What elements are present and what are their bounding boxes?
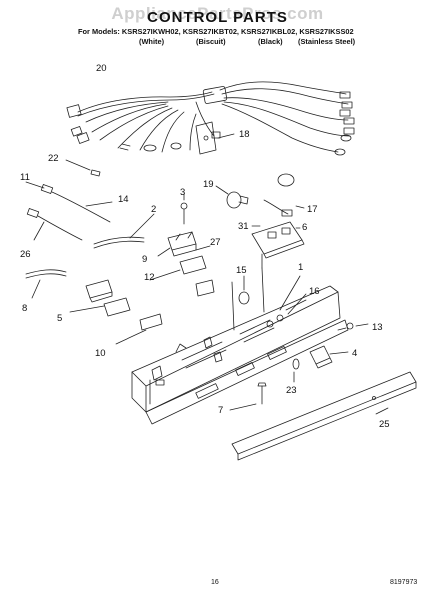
models-line: For Models: KSRS27IKWH02, KSRS27IKBT02, …	[78, 27, 354, 36]
part-16-part-1	[279, 275, 307, 315]
callout-labels: 20 18 22 11 3 19 17 14 2 31 6 26 9 27 12…	[20, 63, 390, 430]
part-25-trim	[231, 371, 417, 461]
callout-5: 5	[57, 313, 62, 324]
callout-15: 15	[236, 265, 247, 276]
part-8-tube	[25, 269, 67, 299]
callout-20: 20	[96, 63, 107, 74]
callout-2: 2	[151, 204, 156, 215]
part-4-switch	[309, 345, 349, 369]
part-19-bulb	[215, 185, 249, 209]
callout-3: 3	[180, 187, 185, 198]
callout-23: 23	[286, 385, 297, 396]
page-number: 16	[211, 579, 219, 586]
variant-biscuit: (Biscuit)	[196, 37, 226, 46]
callout-4: 4	[352, 348, 357, 359]
part-10-panel	[115, 313, 163, 345]
part-2-tube	[93, 213, 155, 249]
callout-26: 26	[20, 249, 31, 260]
callout-9: 9	[142, 254, 147, 265]
callout-1: 1	[298, 262, 303, 273]
part-23-knob	[292, 358, 300, 383]
callout-31: 31	[238, 221, 249, 232]
part-12-switch	[149, 269, 181, 281]
variant-stainless: (Stainless Steel)	[298, 37, 356, 46]
callout-17: 17	[307, 204, 318, 215]
callout-12: 12	[144, 272, 155, 283]
part-6-control-board	[251, 221, 305, 269]
document-number: 8197973	[390, 579, 418, 586]
part-13-screw	[337, 322, 369, 331]
page-title: CONTROL PARTS	[147, 9, 288, 26]
callout-27: 27	[210, 237, 221, 248]
part-27-switch	[179, 245, 215, 297]
part-26-sensor-wire	[26, 208, 83, 241]
part-17-socket	[263, 173, 305, 217]
watermark: AppliancePartsPros.com	[111, 4, 324, 23]
variant-white: (White)	[139, 37, 165, 46]
callout-18: 18	[239, 129, 250, 140]
callout-7: 7	[218, 405, 223, 416]
callout-11: 11	[20, 172, 30, 183]
callout-10: 10	[95, 348, 106, 359]
callout-25: 25	[379, 419, 390, 430]
part-15-knob	[238, 275, 250, 305]
part-7-screw	[229, 382, 267, 411]
variant-black: (Black)	[258, 37, 283, 46]
callout-8: 8	[22, 303, 27, 314]
part-11-14-sensor-wire	[25, 181, 113, 223]
part-3-screw	[180, 193, 188, 225]
part-22-clip	[65, 159, 101, 177]
callout-16: 16	[309, 286, 320, 297]
callout-22: 22	[48, 153, 59, 164]
part-18-bracket	[195, 121, 235, 155]
callout-19: 19	[203, 179, 214, 190]
callout-14: 14	[118, 194, 129, 205]
part-9-switch	[157, 231, 197, 257]
control-housing	[131, 267, 349, 425]
callout-6: 6	[302, 222, 307, 233]
part-5-switch	[69, 279, 131, 317]
callout-13: 13	[372, 322, 383, 333]
part-wire-harness	[66, 81, 355, 156]
